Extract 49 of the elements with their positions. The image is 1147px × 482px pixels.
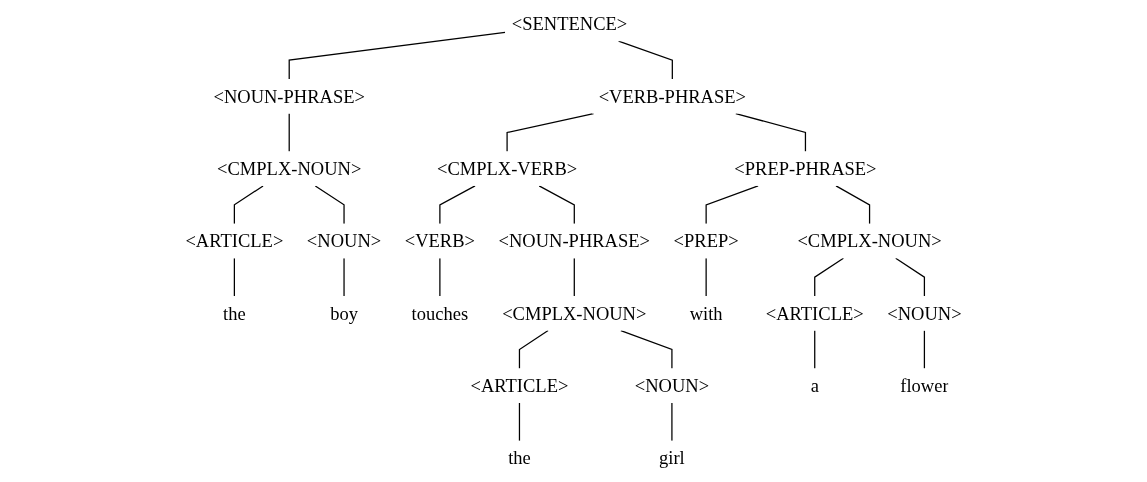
connector: [814, 257, 845, 297]
node-text: touches: [411, 302, 469, 324]
connector: [233, 257, 235, 297]
node-text: <ARTICLE>: [470, 375, 569, 397]
connector: [835, 185, 871, 225]
node-text: <NOUN-PHRASE>: [498, 230, 651, 252]
node-text: <ARTICLE>: [185, 230, 284, 252]
connector: [518, 402, 521, 442]
connector: [439, 185, 476, 225]
node-text: <NOUN>: [306, 230, 382, 252]
node-text: <SENTENCE>: [511, 13, 628, 35]
node-text: <PREP>: [673, 230, 739, 252]
connector: [233, 185, 264, 225]
node-text: the: [223, 302, 246, 324]
connector: [343, 257, 345, 297]
connector: [573, 257, 575, 297]
node-text: <NOUN>: [634, 375, 710, 397]
node-text: <NOUN-PHRASE>: [213, 85, 365, 107]
connector: [705, 257, 707, 297]
node-text: the: [508, 447, 531, 469]
node-text: flower: [900, 375, 949, 397]
connector: [895, 257, 926, 297]
connector: [538, 185, 575, 225]
node-text: <NOUN>: [887, 302, 962, 324]
node-text: girl: [659, 447, 685, 469]
connector: [506, 112, 595, 153]
node-text: <CMPLX-VERB>: [437, 158, 578, 180]
node-text: <CMPLX-NOUN>: [217, 158, 362, 180]
node-text: <PREP-PHRASE>: [734, 158, 877, 180]
connector: [288, 31, 506, 80]
node-text: <VERB>: [404, 230, 476, 252]
connector: [620, 329, 673, 370]
node-text: with: [689, 302, 723, 324]
connector: [439, 257, 441, 297]
connector: [617, 40, 673, 80]
connector: [923, 329, 926, 370]
connector: [314, 185, 345, 225]
node-text: <ARTICLE>: [765, 302, 864, 324]
connector: [814, 329, 816, 370]
node-text: boy: [330, 302, 358, 324]
connector: [518, 329, 549, 370]
connector: [671, 402, 673, 442]
connector: [735, 112, 807, 153]
connector: [705, 185, 759, 225]
connector: [288, 112, 290, 153]
node-text: a: [810, 375, 819, 397]
node-text: <CMPLX-NOUN>: [502, 302, 647, 324]
node-text: <CMPLX-NOUN>: [797, 230, 942, 252]
node-text: <VERB-PHRASE>: [598, 85, 747, 107]
